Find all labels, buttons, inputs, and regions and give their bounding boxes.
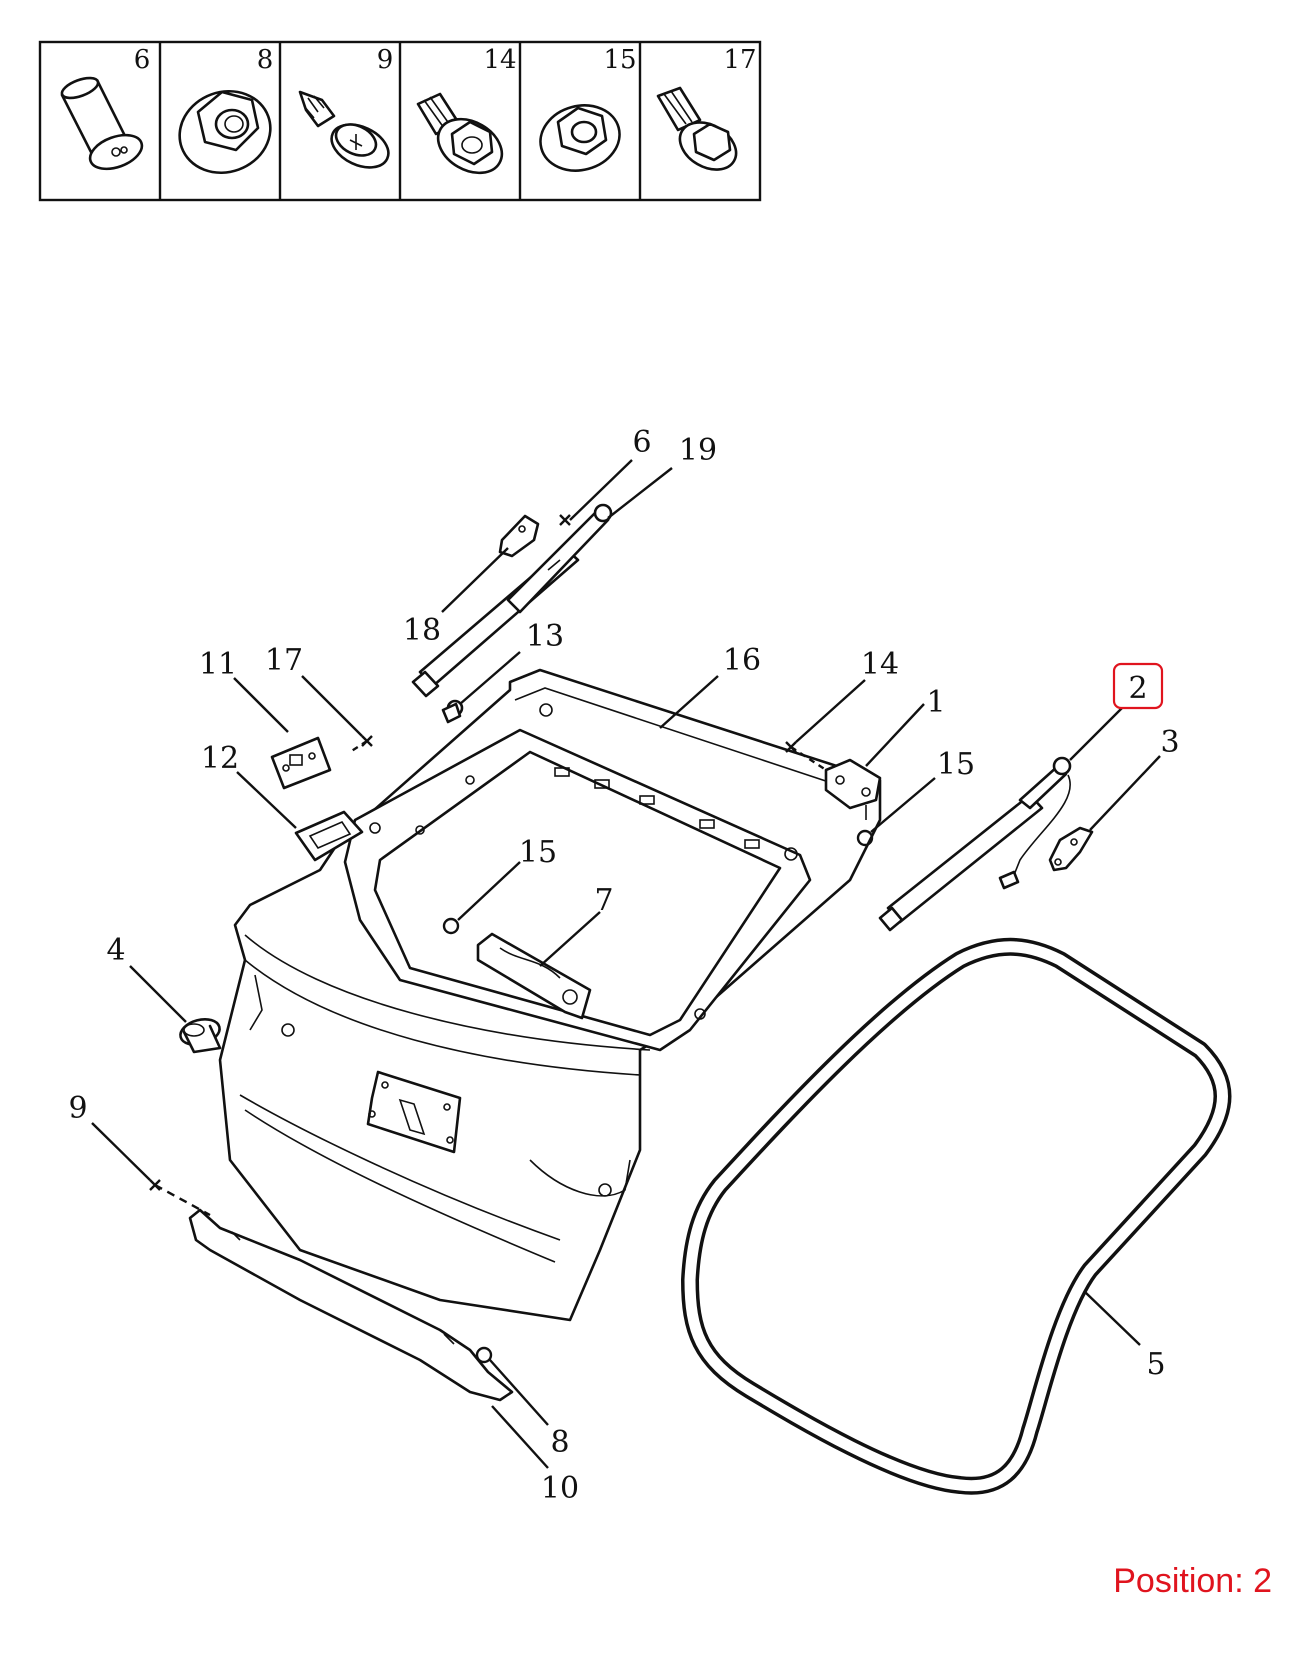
- callout-9[interactable]: 9: [68, 1091, 87, 1126]
- weatherstrip-seal-part: [681, 937, 1232, 1495]
- callout-3[interactable]: 3: [1160, 725, 1179, 760]
- callout-2[interactable]: 2: [1128, 671, 1147, 706]
- ball-stud-part: [441, 699, 464, 724]
- strut-bracket-part: [1048, 826, 1094, 872]
- callout-15-latch[interactable]: 15: [937, 747, 975, 782]
- small-flange-nut-icon: [539, 104, 621, 172]
- gas-strut-part: [878, 756, 1072, 932]
- tapping-screw-icon: [298, 90, 390, 169]
- legend-number-8: 8: [257, 45, 274, 75]
- leader-lines: [91, 459, 1161, 1469]
- legend-number-6: 6: [134, 45, 151, 75]
- bumper-stop-part: [179, 1018, 222, 1054]
- hex-flange-bolt-icon: [416, 92, 504, 175]
- hex-bolt-icon: [656, 86, 738, 171]
- callout-4[interactable]: 4: [106, 933, 125, 968]
- flange-nut-icon: [178, 89, 272, 175]
- pin-bolt-icon: [60, 76, 144, 171]
- latch-part: [824, 758, 882, 820]
- callout-6[interactable]: 6: [632, 425, 651, 460]
- callout-18[interactable]: 18: [403, 613, 441, 648]
- upper-gas-strut-part: [411, 503, 613, 698]
- legend-number-17: 17: [723, 45, 756, 75]
- hardware-markers: [149, 514, 874, 1364]
- hinge-cover-part: [294, 810, 364, 862]
- handle-bracket-part: [476, 932, 592, 1020]
- callout-16[interactable]: 16: [723, 643, 761, 678]
- callout-1[interactable]: 1: [926, 685, 945, 720]
- callout-11[interactable]: 11: [199, 647, 237, 682]
- hardware-legend: 6 8 9 14 15 17: [38, 40, 762, 202]
- lower-trim-strip-part: [188, 1208, 514, 1402]
- callout-15-glass[interactable]: 15: [519, 835, 557, 870]
- position-label: Position: 2: [1113, 1562, 1272, 1600]
- callout-5[interactable]: 5: [1146, 1347, 1165, 1382]
- callouts: 6 19 18 13 11 17 12 16 14 1 15 15 7 2 3 …: [68, 425, 1179, 1506]
- callout-19[interactable]: 19: [679, 433, 717, 468]
- callout-17[interactable]: 17: [265, 643, 303, 678]
- legend-number-15: 15: [603, 45, 636, 75]
- highlight-box: [1112, 662, 1164, 710]
- callout-10[interactable]: 10: [541, 1471, 579, 1506]
- hinge-plate-part: [270, 736, 332, 790]
- callout-12[interactable]: 12: [201, 741, 239, 776]
- legend-number-14: 14: [483, 45, 516, 75]
- callout-13[interactable]: 13: [526, 619, 564, 654]
- legend-number-9: 9: [377, 45, 394, 75]
- callout-8[interactable]: 8: [550, 1425, 569, 1460]
- callout-7[interactable]: 7: [594, 883, 613, 918]
- callout-14[interactable]: 14: [861, 647, 899, 682]
